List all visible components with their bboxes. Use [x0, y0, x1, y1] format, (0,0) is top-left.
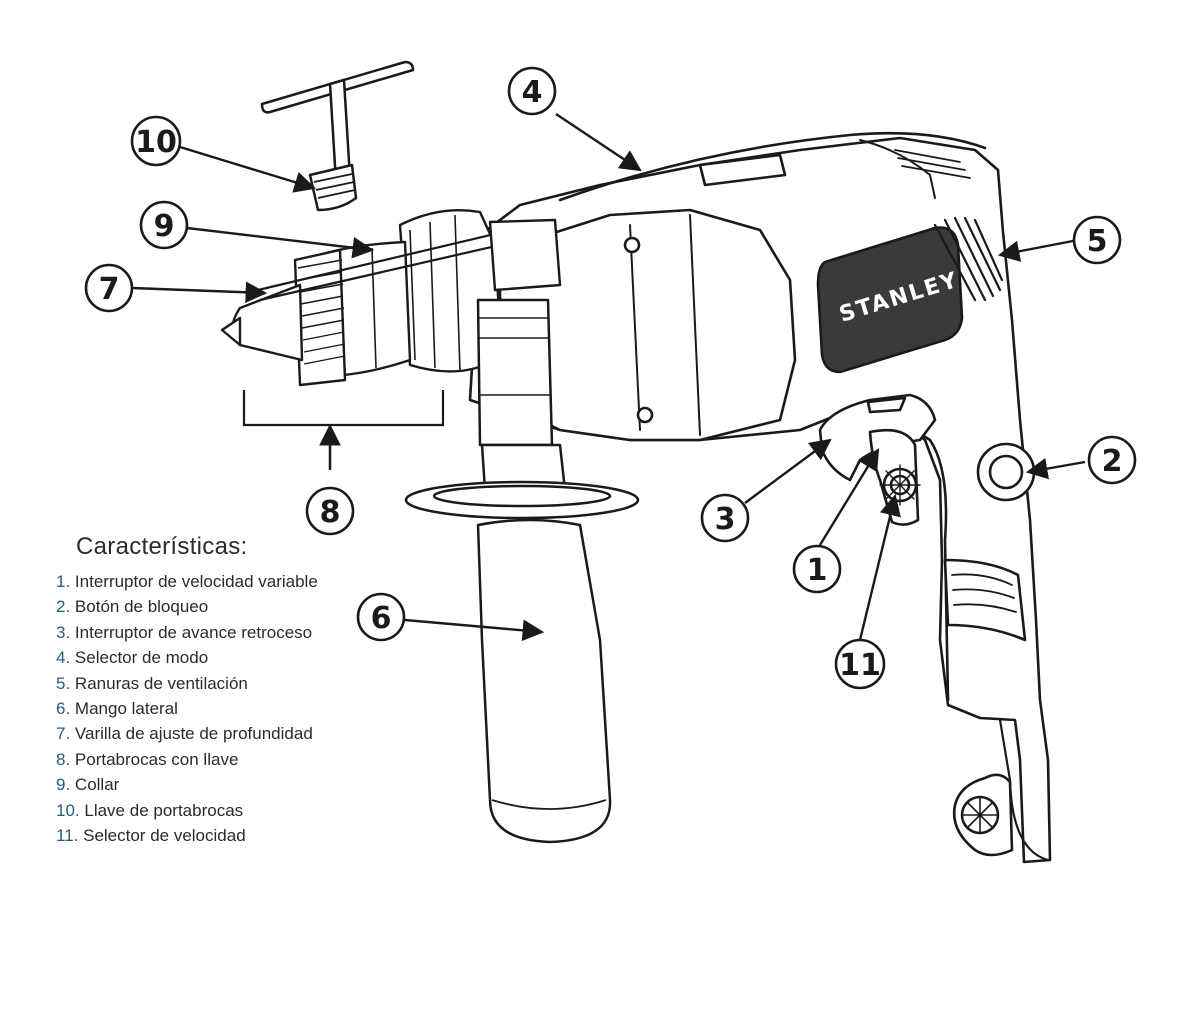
legend-title: Características:	[76, 533, 248, 560]
svg-text:7: 7	[99, 272, 120, 307]
svg-text:5: 5	[1087, 224, 1108, 259]
callouts: 1 2 3 4 5 6 7 8 9 10 11	[84, 66, 1137, 690]
svg-text:8: 8	[320, 495, 341, 530]
legend-item: 8. Portabrocas con llave	[56, 749, 239, 769]
leader-5	[997, 238, 1079, 262]
svg-text:10: 10	[135, 125, 177, 160]
callout-8: 8	[305, 486, 355, 536]
callout-2: 2	[1087, 435, 1137, 485]
legend-item: 9. Collar	[56, 775, 120, 795]
leader-1	[818, 448, 880, 546]
leader-4	[555, 113, 642, 172]
callout-7: 7	[84, 263, 134, 313]
legend-item: 2. Botón de bloqueo	[56, 597, 209, 617]
chuck-key	[260, 60, 415, 212]
legend-item: 3. Interruptor de avance retroceso	[56, 622, 313, 642]
leader-6	[404, 618, 545, 642]
svg-text:9: 9	[154, 209, 175, 244]
callout-4: 4	[507, 66, 557, 116]
side-handle	[404, 298, 640, 844]
legend-item: 11. Selector de velocidad	[56, 826, 246, 846]
svg-text:6: 6	[371, 601, 392, 636]
leader-3	[744, 438, 832, 504]
leader-2	[1025, 458, 1086, 480]
leader-11	[858, 493, 901, 641]
callout-1: 1	[792, 544, 842, 594]
features-legend: Características: 1. Interruptor de veloc…	[56, 533, 318, 848]
callout-9: 9	[139, 200, 189, 250]
legend-item: 6. Mango lateral	[56, 699, 178, 719]
legend-item: 5. Ranuras de ventilación	[56, 673, 248, 693]
chuck	[220, 209, 562, 387]
leader-7	[131, 281, 268, 304]
leader-9	[186, 226, 375, 259]
legend-item: 4. Selector de modo	[56, 648, 209, 668]
callout-11: 11	[834, 638, 886, 690]
callout-10: 10	[130, 115, 182, 167]
drill-body	[468, 131, 1052, 864]
svg-text:2: 2	[1102, 444, 1123, 479]
callout-3: 3	[700, 493, 750, 543]
leader-lines	[131, 113, 1086, 642]
legend-item: 1. Interruptor de velocidad variable	[56, 572, 318, 591]
svg-text:3: 3	[715, 502, 736, 537]
callout-5: 5	[1072, 215, 1122, 265]
chuck-bracket	[242, 390, 445, 470]
legend-item: 7. Varilla de ajuste de profundidad	[56, 724, 313, 744]
svg-text:11: 11	[839, 648, 881, 683]
svg-text:1: 1	[807, 553, 828, 588]
legend-list: 1. Interruptor de velocidad variable 2. …	[56, 569, 318, 848]
callout-6: 6	[356, 592, 406, 642]
leader-10	[179, 145, 317, 193]
legend-item: 10. Llave de portabrocas	[56, 800, 244, 820]
svg-text:4: 4	[522, 75, 543, 110]
